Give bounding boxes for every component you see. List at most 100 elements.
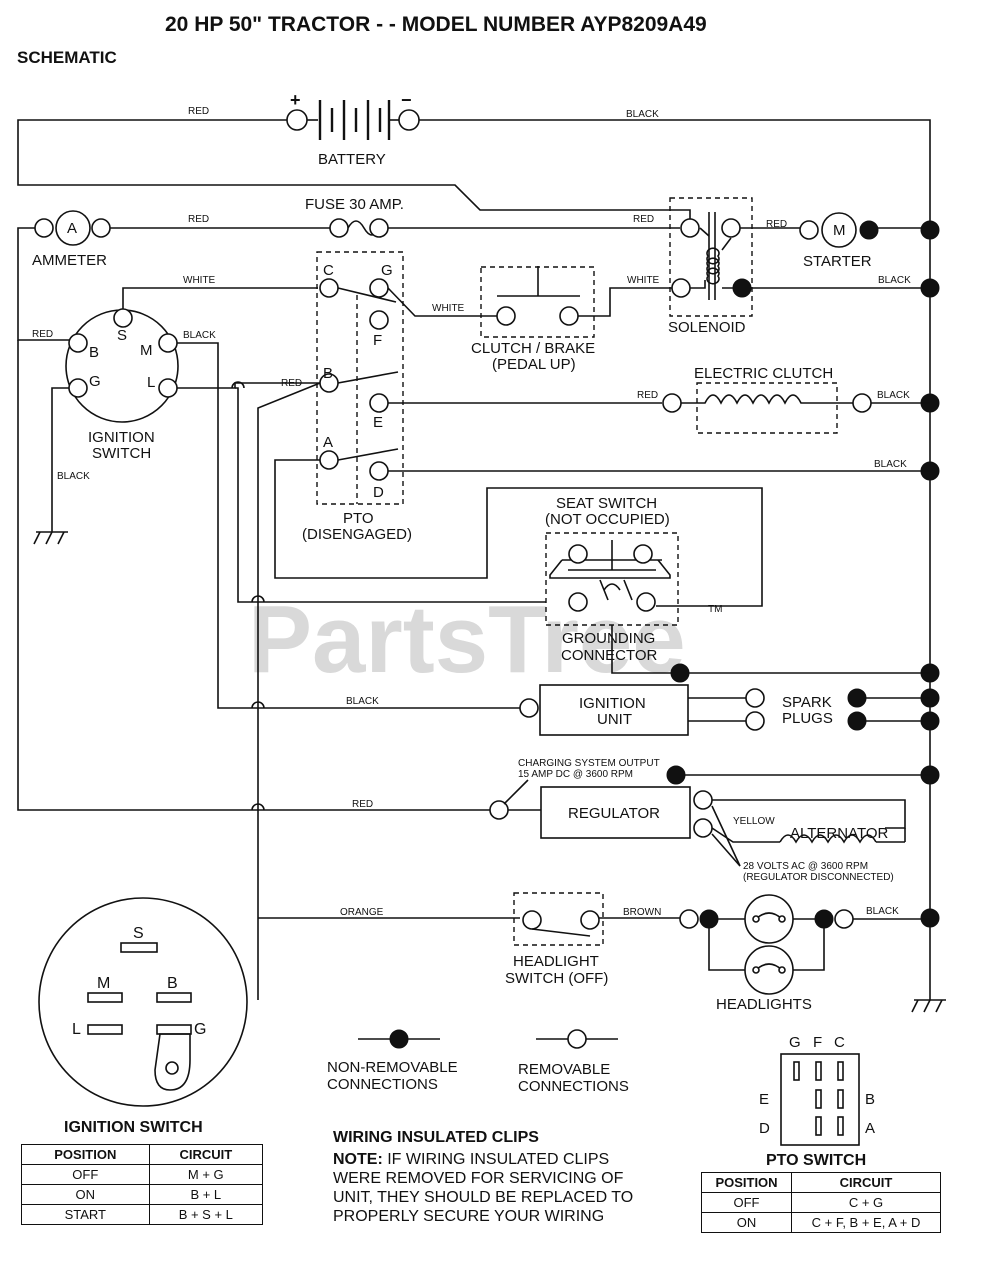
ammeter-symbol bbox=[55, 210, 91, 246]
ignition-letter-b: B bbox=[89, 344, 99, 361]
ignition-terminal-g bbox=[68, 378, 88, 398]
wire-battery-red bbox=[17, 119, 691, 228]
seat-switch-label-1: SEAT SWITCH bbox=[556, 495, 657, 512]
spark-plug-terminal-2 bbox=[745, 711, 765, 731]
solenoid-terminal-starter bbox=[721, 218, 741, 238]
pto-detail-letter-c: C bbox=[834, 1034, 845, 1051]
battery-positive-terminal bbox=[286, 109, 308, 131]
spark-plugs-label-1: SPARK bbox=[782, 694, 832, 711]
pto-label-1: PTO bbox=[343, 510, 374, 527]
ignition-terminal-l bbox=[158, 378, 178, 398]
pto-detail-letter-a: A bbox=[865, 1120, 875, 1137]
ignition-unit-box bbox=[539, 684, 689, 736]
wire-label-red: RED bbox=[352, 799, 373, 810]
headlight-ground-terminal bbox=[834, 909, 854, 929]
note-label: NOTE: bbox=[333, 1151, 383, 1168]
wire-label-white: WHITE bbox=[183, 275, 216, 286]
table-cell: ON bbox=[21, 1184, 150, 1205]
wire-ammeter-to-ignition-b bbox=[17, 227, 75, 341]
pto-terminal-f bbox=[369, 310, 389, 330]
ignition-terminal-s bbox=[113, 308, 133, 328]
battery-label: BATTERY bbox=[318, 151, 386, 168]
clutch-brake-label-2: (PEDAL UP) bbox=[492, 356, 576, 373]
wire-label-black: BLACK bbox=[866, 906, 899, 917]
starter-ground-connection bbox=[859, 220, 879, 240]
pto-contact-b bbox=[337, 371, 399, 384]
starter-motor-symbol bbox=[821, 212, 857, 248]
detail-letter-s: S bbox=[133, 925, 144, 942]
table-header: POSITION bbox=[21, 1144, 150, 1165]
pto-letter-b: B bbox=[323, 365, 333, 382]
headlight-switch-box bbox=[513, 892, 604, 946]
wire-label-black: BLACK bbox=[183, 330, 216, 341]
battery-plus-sign: + bbox=[290, 90, 301, 110]
ignition-unit-terminal bbox=[519, 698, 539, 718]
fuse-terminal-right bbox=[369, 218, 389, 238]
grounding-connector-label-1: GROUNDING bbox=[562, 630, 655, 647]
detail-slot-s bbox=[120, 942, 158, 953]
ignition-switch-detail bbox=[38, 897, 248, 1107]
starter-label: STARTER bbox=[803, 253, 872, 270]
ignition-unit-label-1: IGNITION bbox=[579, 695, 646, 712]
wire-battery-black bbox=[418, 119, 931, 918]
table-cell: ON bbox=[701, 1212, 792, 1233]
wire-label-red: RED bbox=[633, 214, 654, 225]
pto-terminal-a bbox=[319, 450, 339, 470]
ignition-unit-label-2: UNIT bbox=[597, 711, 632, 728]
pto-letter-e: E bbox=[373, 414, 383, 431]
detail-slot-g bbox=[156, 1024, 192, 1035]
legend-removable-circle bbox=[567, 1029, 587, 1049]
grounding-connector-label-2: CONNECTOR bbox=[561, 647, 658, 664]
table-header: CIRCUIT bbox=[148, 1144, 264, 1165]
headlight-ground-connection bbox=[814, 909, 834, 929]
fuse-terminal-left bbox=[329, 218, 349, 238]
ignition-terminal-m bbox=[158, 333, 178, 353]
watermark-tm: TM bbox=[708, 604, 722, 615]
legend-non-removable-label-2: CONNECTIONS bbox=[327, 1076, 438, 1093]
solenoid-ground-connection bbox=[732, 278, 752, 298]
headlights-label: HEADLIGHTS bbox=[716, 996, 812, 1013]
wire-label-orange: ORANGE bbox=[340, 907, 384, 918]
fuse-label: FUSE 30 AMP. bbox=[305, 196, 404, 213]
pto-letter-f: F bbox=[373, 332, 382, 349]
ammeter-terminal-left bbox=[34, 218, 54, 238]
detail-slot-l bbox=[87, 1024, 123, 1035]
headlight-switch-label-1: HEADLIGHT bbox=[513, 953, 599, 970]
table-cell: B + L bbox=[148, 1184, 264, 1205]
wire-label-red: RED bbox=[188, 214, 209, 225]
headlight-switch-terminal-1 bbox=[522, 910, 542, 930]
pto-switch-box bbox=[316, 251, 404, 505]
ignition-switch-label-1: IGNITION bbox=[88, 429, 155, 446]
legend-removable-label-2: CONNECTIONS bbox=[518, 1078, 629, 1095]
table-cell: C + F, B + E, A + D bbox=[791, 1212, 941, 1233]
starter-terminal bbox=[799, 220, 819, 240]
solenoid-box bbox=[669, 197, 753, 317]
seat-switch-label-2: (NOT OCCUPIED) bbox=[545, 511, 670, 528]
headlight-terminal bbox=[679, 909, 699, 929]
electric-clutch-coil bbox=[681, 394, 853, 405]
regulator-ground bbox=[666, 765, 686, 785]
legend-non-removable-dot bbox=[389, 1029, 409, 1049]
regulator-ac-terminal-2 bbox=[693, 818, 713, 838]
pto-switch-detail bbox=[780, 1053, 860, 1146]
table-cell: B + S + L bbox=[148, 1204, 264, 1225]
pto-detail-letter-b: B bbox=[865, 1091, 875, 1108]
seat-switch-terminal-2 bbox=[633, 544, 653, 564]
wire-label-black: BLACK bbox=[346, 696, 379, 707]
ignition-letter-m: M bbox=[140, 342, 153, 359]
headlight-switch-label-2: SWITCH (OFF) bbox=[505, 970, 608, 987]
detail-letter-g: G bbox=[194, 1021, 206, 1038]
ground-junction bbox=[920, 220, 940, 240]
pto-terminal-d bbox=[369, 461, 389, 481]
table-row: ON B + L bbox=[21, 1184, 264, 1205]
wire-label-black: BLACK bbox=[57, 471, 90, 482]
headlight-connection bbox=[699, 909, 719, 929]
table-header: POSITION bbox=[701, 1172, 792, 1193]
wire-label-red: RED bbox=[637, 390, 658, 401]
pto-contact-a bbox=[337, 448, 399, 461]
table-cell: OFF bbox=[21, 1164, 150, 1185]
solenoid-label: SOLENOID bbox=[668, 319, 746, 336]
volts-pointer bbox=[711, 833, 741, 867]
charging-pointer bbox=[503, 779, 529, 805]
